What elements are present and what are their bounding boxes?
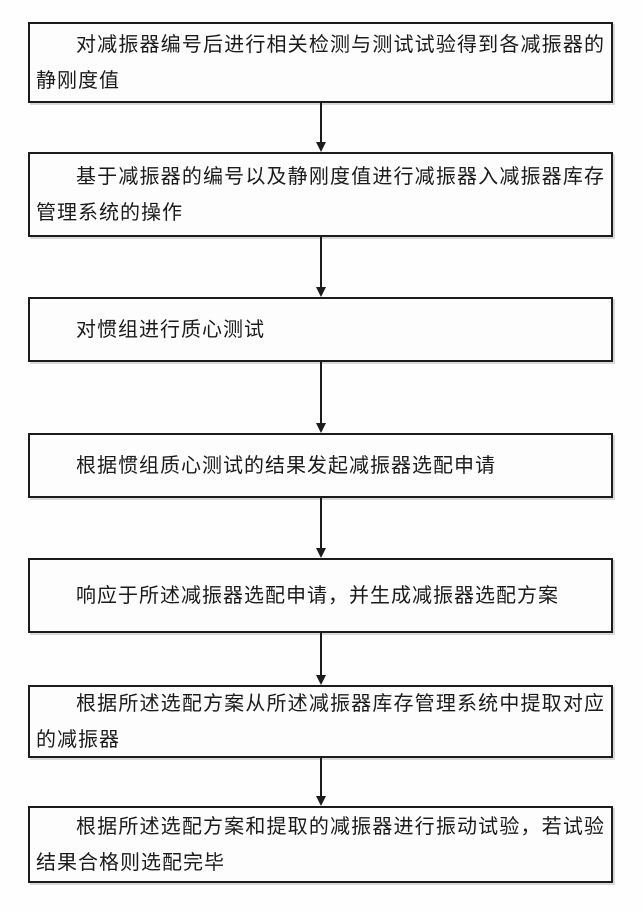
flow-arrow-4	[315, 498, 327, 558]
arrowhead-down-icon	[316, 675, 326, 685]
arrow-shaft	[320, 103, 322, 143]
flow-arrow-6	[315, 758, 327, 806]
flow-step-3-text: 对惯组进行质心测试	[76, 318, 265, 341]
arrowhead-down-icon	[316, 796, 326, 806]
flow-step-6-text: 根据所述选配方案从所述减振器库存管理系统中提取对应的减振器	[36, 692, 605, 751]
flow-step-6-box: 根据所述选配方案从所述减振器库存管理系统中提取对应的减振器	[28, 685, 613, 758]
arrow-shaft	[320, 633, 322, 676]
arrow-shaft	[320, 237, 322, 288]
flow-step-2-text: 基于减振器的编号以及静刚度值进行减振器入减振器库存管理系统的操作	[36, 165, 605, 224]
arrowhead-down-icon	[316, 548, 326, 558]
arrowhead-down-icon	[316, 142, 326, 152]
flow-step-5-box: 响应于所述减振器选配申请，并生成减振器选配方案	[28, 558, 613, 633]
flow-step-3-box: 对惯组进行质心测试	[28, 297, 613, 362]
arrow-shaft	[320, 362, 322, 424]
flow-arrow-2	[315, 237, 327, 297]
flow-step-1-box: 对减振器编号后进行相关检测与测试试验得到各减振器的静刚度值	[28, 22, 613, 103]
arrow-shaft	[320, 498, 322, 549]
flow-step-5-text: 响应于所述减振器选配申请，并生成减振器选配方案	[76, 584, 559, 607]
flow-step-7-box: 根据所述选配方案和提取的减振器进行振动试验，若试验结果合格则选配完毕	[28, 806, 613, 883]
flow-step-4-text: 根据惯组质心测试的结果发起减振器选配申请	[76, 454, 496, 477]
flow-step-1-text: 对减振器编号后进行相关检测与测试试验得到各减振器的静刚度值	[36, 33, 605, 92]
arrowhead-down-icon	[316, 423, 326, 433]
flow-arrow-5	[315, 633, 327, 685]
flow-arrow-1	[315, 103, 327, 152]
arrow-shaft	[320, 758, 322, 797]
arrowhead-down-icon	[316, 287, 326, 297]
flow-arrow-3	[315, 362, 327, 433]
flow-step-4-box: 根据惯组质心测试的结果发起减振器选配申请	[28, 433, 613, 498]
flow-step-2-box: 基于减振器的编号以及静刚度值进行减振器入减振器库存管理系统的操作	[28, 152, 613, 237]
flow-step-7-text: 根据所述选配方案和提取的减振器进行振动试验，若试验结果合格则选配完毕	[36, 815, 605, 874]
